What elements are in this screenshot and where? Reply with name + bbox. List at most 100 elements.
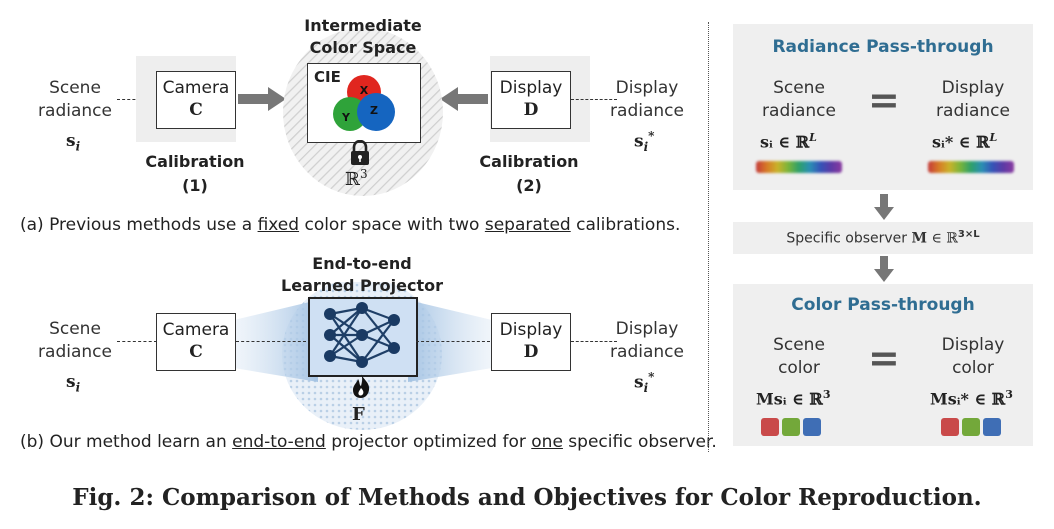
a-display-label: Display	[499, 78, 563, 98]
observer-sup: 3×L	[957, 229, 980, 240]
b-caption-one: one	[531, 432, 563, 452]
a-color-space-word: Color Space	[309, 38, 417, 57]
blue-square	[983, 418, 1001, 436]
b-s-sub: i	[75, 380, 81, 395]
r-display-math: sᵢ* ∈ ℝL	[932, 131, 997, 151]
r-display-color-word: Display	[941, 335, 1005, 355]
a-xyz-circles: X Y Z	[333, 75, 395, 131]
a-r3-sup: 3	[359, 167, 368, 181]
a-radiance-word: radiance	[38, 101, 112, 121]
r-display-color-word2: color	[952, 358, 994, 378]
a-display-box: Display D	[491, 71, 571, 129]
a-display-out-symbol: si*	[634, 129, 654, 154]
down-arrow-icon-1	[874, 194, 894, 220]
r-display-word: Display	[941, 78, 1005, 98]
r-equals-2: =	[868, 336, 900, 380]
a-calib1-num: (1)	[182, 176, 208, 195]
r-scene-color-math-text: Msᵢ ∈ ℝ	[756, 389, 823, 409]
b-display-label: Display	[499, 320, 563, 340]
a-calib2-num: (2)	[516, 176, 542, 195]
radiance-passthrough-title: Radiance Pass-through	[772, 37, 994, 57]
a-display-radiance-label: Display radiance	[602, 77, 692, 123]
observer-pre: Specific observer	[786, 230, 912, 247]
r-display-radiance-word: radiance	[936, 101, 1010, 121]
b-end-to-end-word: End-to-end	[312, 254, 412, 273]
down-arrow-icon-2	[874, 256, 894, 282]
b-scene-radiance-label: Scene radiance	[30, 318, 120, 364]
green-square	[782, 418, 800, 436]
a-calibration-2: Calibration (2)	[474, 150, 584, 198]
red-square	[941, 418, 959, 436]
b-display-radiance-label: Display radiance	[602, 318, 692, 364]
r-scene-math-sup: L	[809, 131, 817, 144]
r-display-radiance-label: Display radiance	[918, 77, 1028, 123]
a-intermediate-word: Intermediate	[304, 16, 422, 35]
a-display-word: Display	[615, 78, 679, 98]
a-arrow-left-icon	[440, 87, 488, 111]
b-dash-right	[571, 341, 617, 342]
r-display-spectrum	[928, 161, 1014, 173]
b-learned-projector-word: Learned Projector	[281, 276, 443, 295]
vertical-divider	[708, 22, 709, 452]
a-scene-symbol: si	[66, 131, 80, 153]
r-radiance-word: radiance	[762, 101, 836, 121]
b-projector-title: End-to-end Learned Projector	[270, 253, 454, 297]
a-s-out-sup: *	[648, 129, 655, 143]
observer-post: ∈ ℝ	[927, 230, 958, 247]
a-r3-label: ℝ3	[345, 167, 368, 190]
a-calib1-word: Calibration	[145, 152, 245, 171]
a-caption: (a) Previous methods use a fixed color s…	[20, 215, 680, 235]
a-s: s	[66, 131, 76, 151]
a-scene-word: Scene	[49, 78, 101, 98]
r-scene-radiance-label: Scene radiance	[744, 77, 854, 123]
a-arrow-right-icon	[238, 87, 286, 111]
flame-icon	[353, 374, 370, 398]
a-display-radiance-word: radiance	[610, 101, 684, 121]
r-scene-math-text: sᵢ ∈ ℝ	[760, 132, 810, 152]
a-x-letter: X	[360, 84, 369, 97]
a-scene-radiance-label: Scene radiance	[30, 77, 120, 123]
b-dash-mid-left	[236, 341, 306, 342]
r-display-math-sup: L	[989, 131, 998, 144]
a-caption-mid: color space with two	[299, 215, 485, 235]
a-camera-label: Camera	[162, 78, 230, 98]
b-display-radiance-word: radiance	[610, 342, 684, 362]
a-caption-separated: separated	[484, 215, 571, 235]
b-s-out-sup: *	[648, 370, 655, 384]
r-scene-color-math-sup: 3	[822, 388, 831, 401]
b-caption-pre: (b) Our method learn an	[20, 432, 233, 452]
a-caption-post: calibrations.	[570, 215, 681, 235]
a-caption-fixed: fixed	[257, 215, 300, 235]
r-equals-1: =	[868, 78, 900, 122]
r-scene-color-math: Msᵢ ∈ ℝ3	[756, 388, 830, 408]
r-display-color-math-text: Msᵢ* ∈ ℝ	[930, 389, 1006, 409]
a-camera-box: Camera C	[156, 71, 236, 129]
blue-square	[803, 418, 821, 436]
a-z-letter: Z	[370, 104, 378, 117]
b-dash-mid-right	[416, 341, 490, 342]
a-r3-symbol: ℝ	[345, 169, 360, 190]
a-s-out: s	[634, 131, 644, 152]
a-intermediate-title: Intermediate Color Space	[283, 15, 443, 59]
r-scene-color-squares	[761, 418, 821, 440]
lock-icon	[351, 140, 369, 165]
b-s: s	[66, 372, 76, 392]
b-scene-word: Scene	[49, 319, 101, 339]
r-scene-math: sᵢ ∈ ℝL	[760, 131, 817, 151]
r-display-color-label: Display color	[918, 334, 1028, 380]
r-display-color-math: Msᵢ* ∈ ℝ3	[930, 388, 1013, 408]
a-camera-symbol: C	[189, 100, 203, 120]
a-calib2-word: Calibration	[479, 152, 579, 171]
red-square	[761, 418, 779, 436]
b-caption-mid: projector optimized for	[325, 432, 532, 452]
r-display-color-math-sup: 3	[1005, 388, 1013, 401]
b-display-word: Display	[615, 319, 679, 339]
observer-M: M	[911, 230, 928, 247]
b-radiance-word: radiance	[38, 342, 112, 362]
r-display-color-squares	[941, 418, 1001, 440]
b-display-box: Display D	[491, 313, 571, 371]
b-dash-left	[117, 341, 157, 342]
b-display-out-symbol: si*	[634, 370, 654, 395]
green-square	[962, 418, 980, 436]
a-caption-pre: (a) Previous methods use a	[20, 215, 258, 235]
